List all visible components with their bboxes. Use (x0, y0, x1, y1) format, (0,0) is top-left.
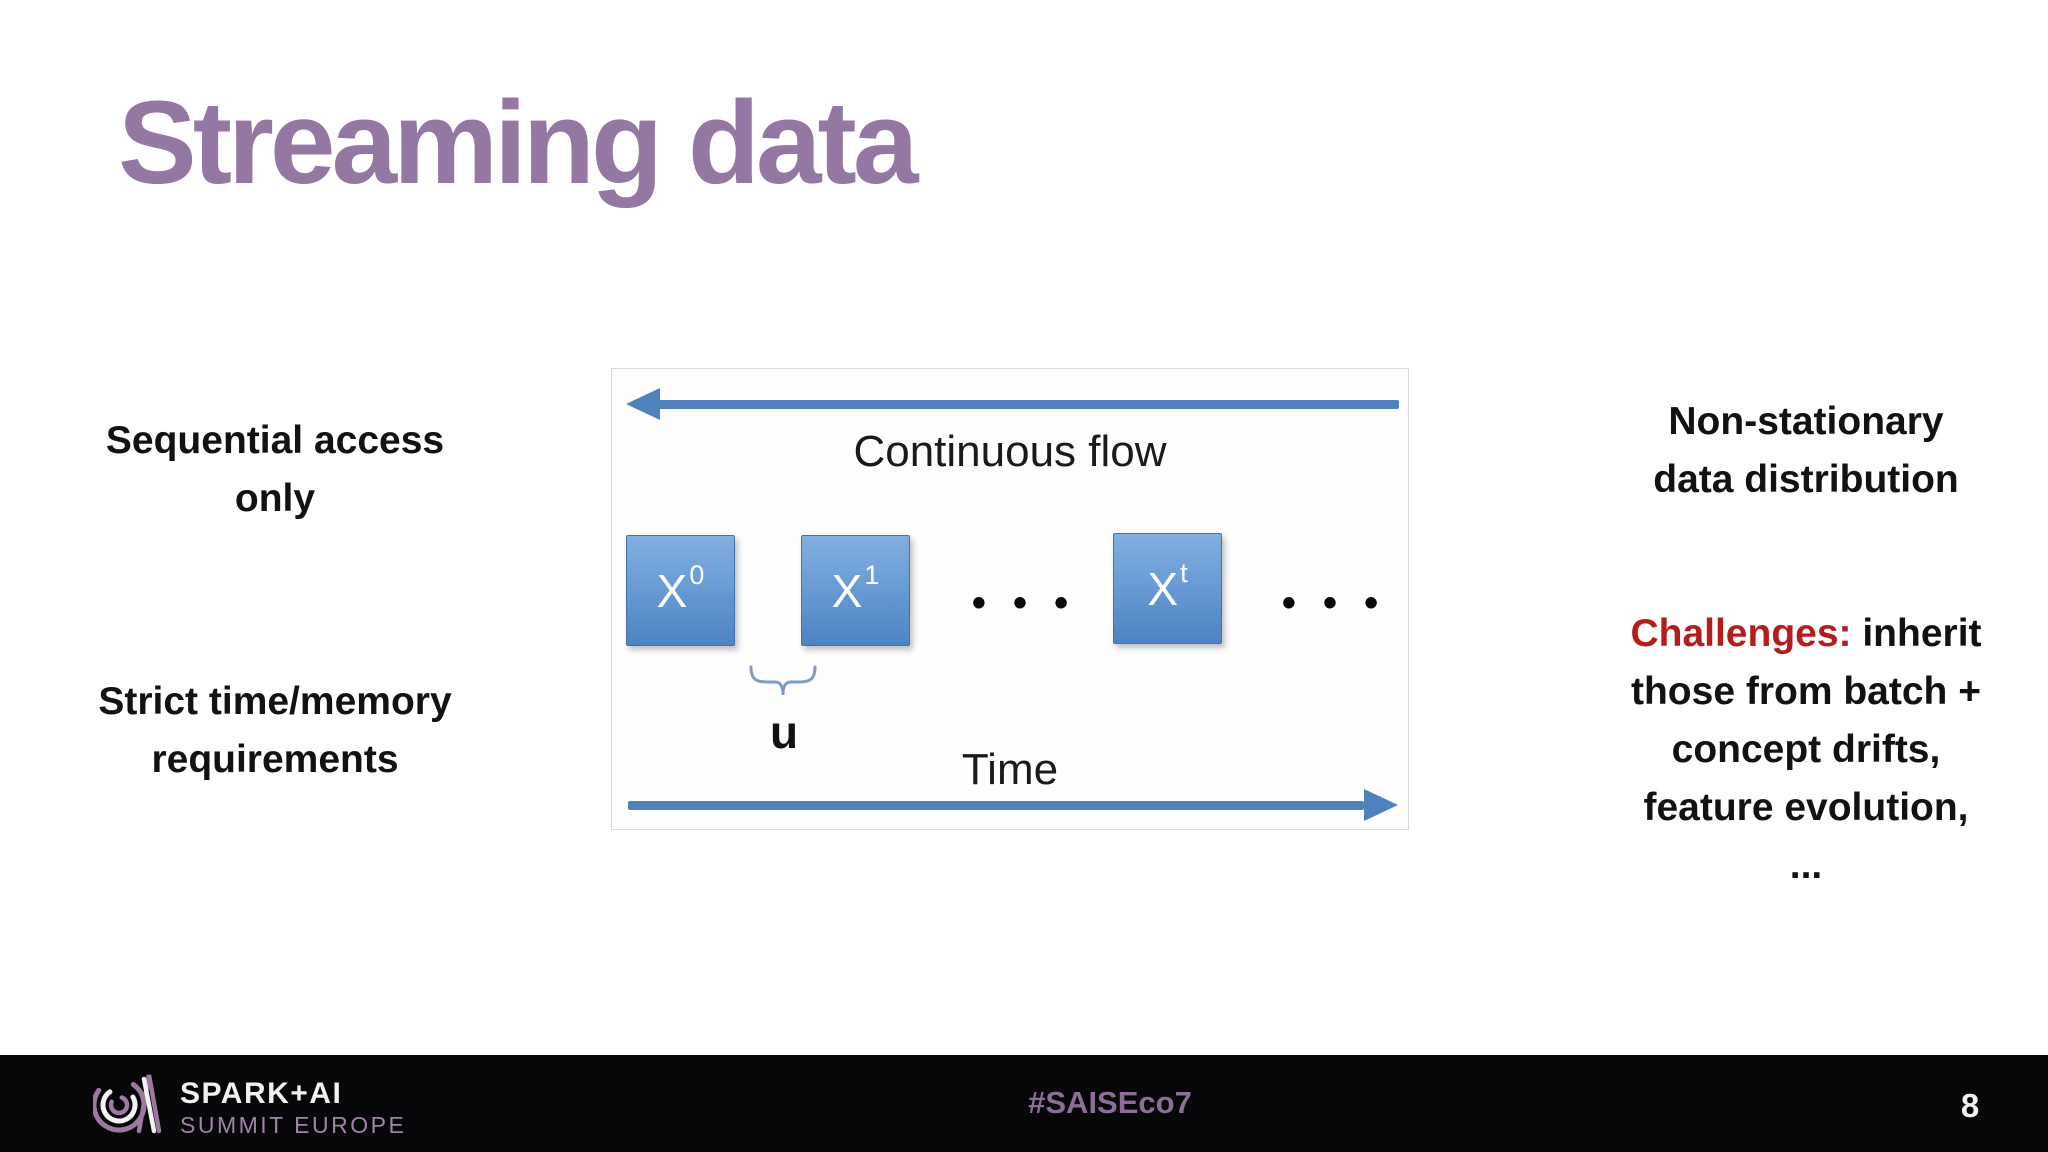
challenges-first-line: Challenges: inherit (1566, 605, 2046, 663)
flow-arrow-head-icon (626, 388, 660, 420)
logo-secondary-text: SUMMIT EUROPE (180, 1112, 407, 1138)
page-number: 8 (1960, 1087, 1980, 1124)
slide-title: Streaming data (118, 77, 918, 209)
spark-ai-logo-icon (93, 1074, 162, 1134)
interval-brace-icon (749, 665, 817, 696)
right-point-challenges: Challenges: inherit those from batch + c… (1566, 605, 2046, 895)
flow-arrow-shaft (656, 400, 1399, 409)
event-hashtag: #SAISEco7 (1028, 1085, 1192, 1120)
logo-primary-text: SPARK+AI (180, 1077, 343, 1110)
time-arrow-head-icon (1364, 789, 1398, 821)
ellipsis-dots-1: • • • (971, 581, 1071, 625)
challenges-rest: inherit (1851, 612, 1982, 655)
footer-bar: SPARK+AI SUMMIT EUROPE #SAISEco7 8 (0, 1055, 2048, 1152)
left-point-time-memory: Strict time/memory requirements (98, 680, 452, 781)
right-point-non-stationary: Non-stationary data distribution (1653, 400, 1959, 501)
time-arrow-shaft (628, 801, 1364, 810)
chunk-xt-sup: t (1180, 558, 1188, 588)
left-point-sequential-access: Sequential access only (105, 419, 445, 520)
flow-label: Continuous flow (853, 427, 1167, 476)
chunk-xt-base: X (1147, 562, 1179, 615)
ellipsis-dots-2: • • • (1281, 581, 1381, 625)
time-label: Time (961, 745, 1059, 794)
chunk-x0-base: X (656, 564, 688, 617)
challenges-lines: those from batch + concept drifts, featu… (1631, 670, 1981, 887)
interval-label: u (769, 706, 799, 758)
challenges-label: Challenges: (1630, 612, 1852, 655)
chunk-x0-sup: 0 (689, 560, 705, 590)
chunk-x1-base: X (831, 564, 863, 617)
chunk-x1-sup: 1 (864, 560, 880, 590)
